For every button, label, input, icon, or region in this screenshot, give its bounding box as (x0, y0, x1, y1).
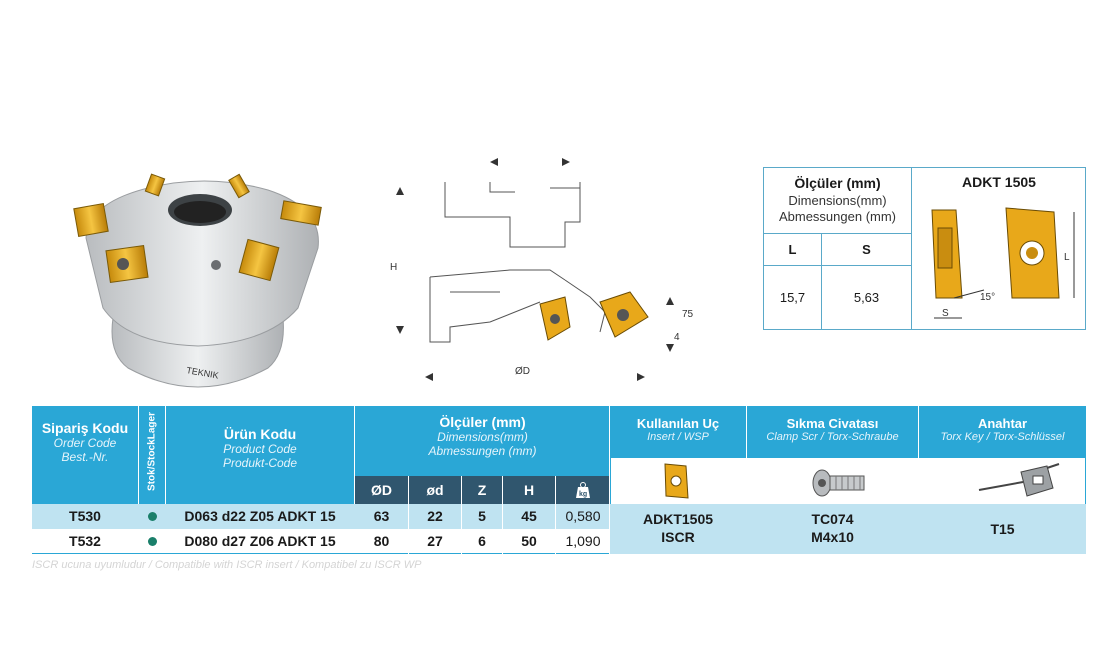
col-OD: ØD (355, 476, 408, 504)
header-insert: Kullanılan Uç Insert / WSP (636, 416, 720, 443)
header-clamp-screw: Sıkma Civatası Clamp Scr / Torx-Schraube (766, 416, 899, 443)
header-torx-key: Anahtar Torx Key / Torx-Schlüssel (940, 416, 1065, 443)
value-L: 15,7 (764, 266, 822, 330)
insert-code: ADKT1505 ISCR (642, 511, 714, 545)
compatibility-footnote: ISCR ucuna uyumludur / Compatible with I… (32, 559, 422, 571)
value-od: 27 (427, 533, 443, 549)
insert-blade (73, 173, 322, 284)
technical-drawing: H ØD 75 4 (390, 158, 694, 381)
header-product-code: Ürün Kodu Product Code Produkt-Code (222, 426, 298, 470)
clamp-screw-code: TC074 M4x10 (811, 511, 854, 545)
insert-title: ADKT 1505 (962, 174, 1036, 190)
insert-icon (664, 463, 689, 499)
value-Z: 6 (478, 533, 486, 549)
value-weight: 1,090 (565, 533, 601, 549)
insert-label-S: S (942, 308, 949, 319)
torx-key-icon (978, 463, 1060, 497)
value-OD: 80 (373, 533, 390, 549)
order-code: T530 (69, 508, 101, 524)
dimensions-title-en: Dimensions(mm) (788, 193, 887, 208)
value-H: 50 (521, 533, 537, 549)
face-mill-photo: TEKNIK (73, 173, 322, 388)
col-S: S (822, 234, 912, 266)
stock-dot (139, 529, 165, 554)
torx-key-code: T15 (990, 521, 1015, 537)
product-code: D080 d27 Z06 ADKT 15 (184, 533, 336, 549)
col-H: H (503, 476, 555, 504)
insert-label-L: L (1064, 252, 1070, 263)
value-S: 5,63 (822, 266, 912, 330)
insert-dimensions-box: Ölçüler (mm) Dimensions(mm) Abmessungen … (763, 167, 1086, 330)
label-H: H (390, 262, 397, 273)
label-4: 4 (674, 332, 680, 343)
header-dimensions: Ölçüler (mm) Dimensions(mm) Abmessungen … (428, 414, 537, 458)
accessory-row (610, 504, 1086, 554)
label-75: 75 (682, 309, 694, 320)
col-weight: kg (556, 476, 610, 504)
dimensions-title: Ölçüler (mm) (794, 175, 881, 191)
header-stock: Stok/StockLager (146, 412, 158, 491)
table-row (32, 504, 610, 529)
header-order-code: Sipariş Kodu Order Code Best.-Nr. (41, 420, 129, 464)
label-OD: ØD (515, 366, 530, 377)
product-table: Sipariş Kodu Order Code Best.-Nr. Stok/S… (32, 406, 1086, 554)
stock-dot (139, 504, 165, 529)
product-code: D063 d22 Z05 ADKT 15 (184, 508, 336, 524)
value-weight: 0,580 (565, 508, 601, 524)
value-OD: 63 (373, 508, 390, 524)
col-Z: Z (462, 476, 502, 504)
value-H: 45 (521, 508, 537, 524)
screw-icon (812, 469, 865, 497)
dimensions-header: Ölçüler (mm) Dimensions(mm) Abmessungen … (764, 168, 912, 234)
weight-icon: kg (576, 482, 590, 498)
value-Z: 5 (478, 508, 486, 524)
col-L: L (764, 234, 822, 266)
svg-text:kg: kg (579, 491, 587, 498)
insert-label-angle: 15° (980, 292, 995, 303)
table-row (32, 529, 610, 554)
col-od: ød (409, 476, 461, 504)
insert-diagram: L S 15° (931, 207, 1075, 319)
value-od: 22 (427, 508, 443, 524)
dimensions-title-de: Abmessungen (mm) (778, 209, 897, 224)
order-code: T532 (69, 533, 101, 549)
